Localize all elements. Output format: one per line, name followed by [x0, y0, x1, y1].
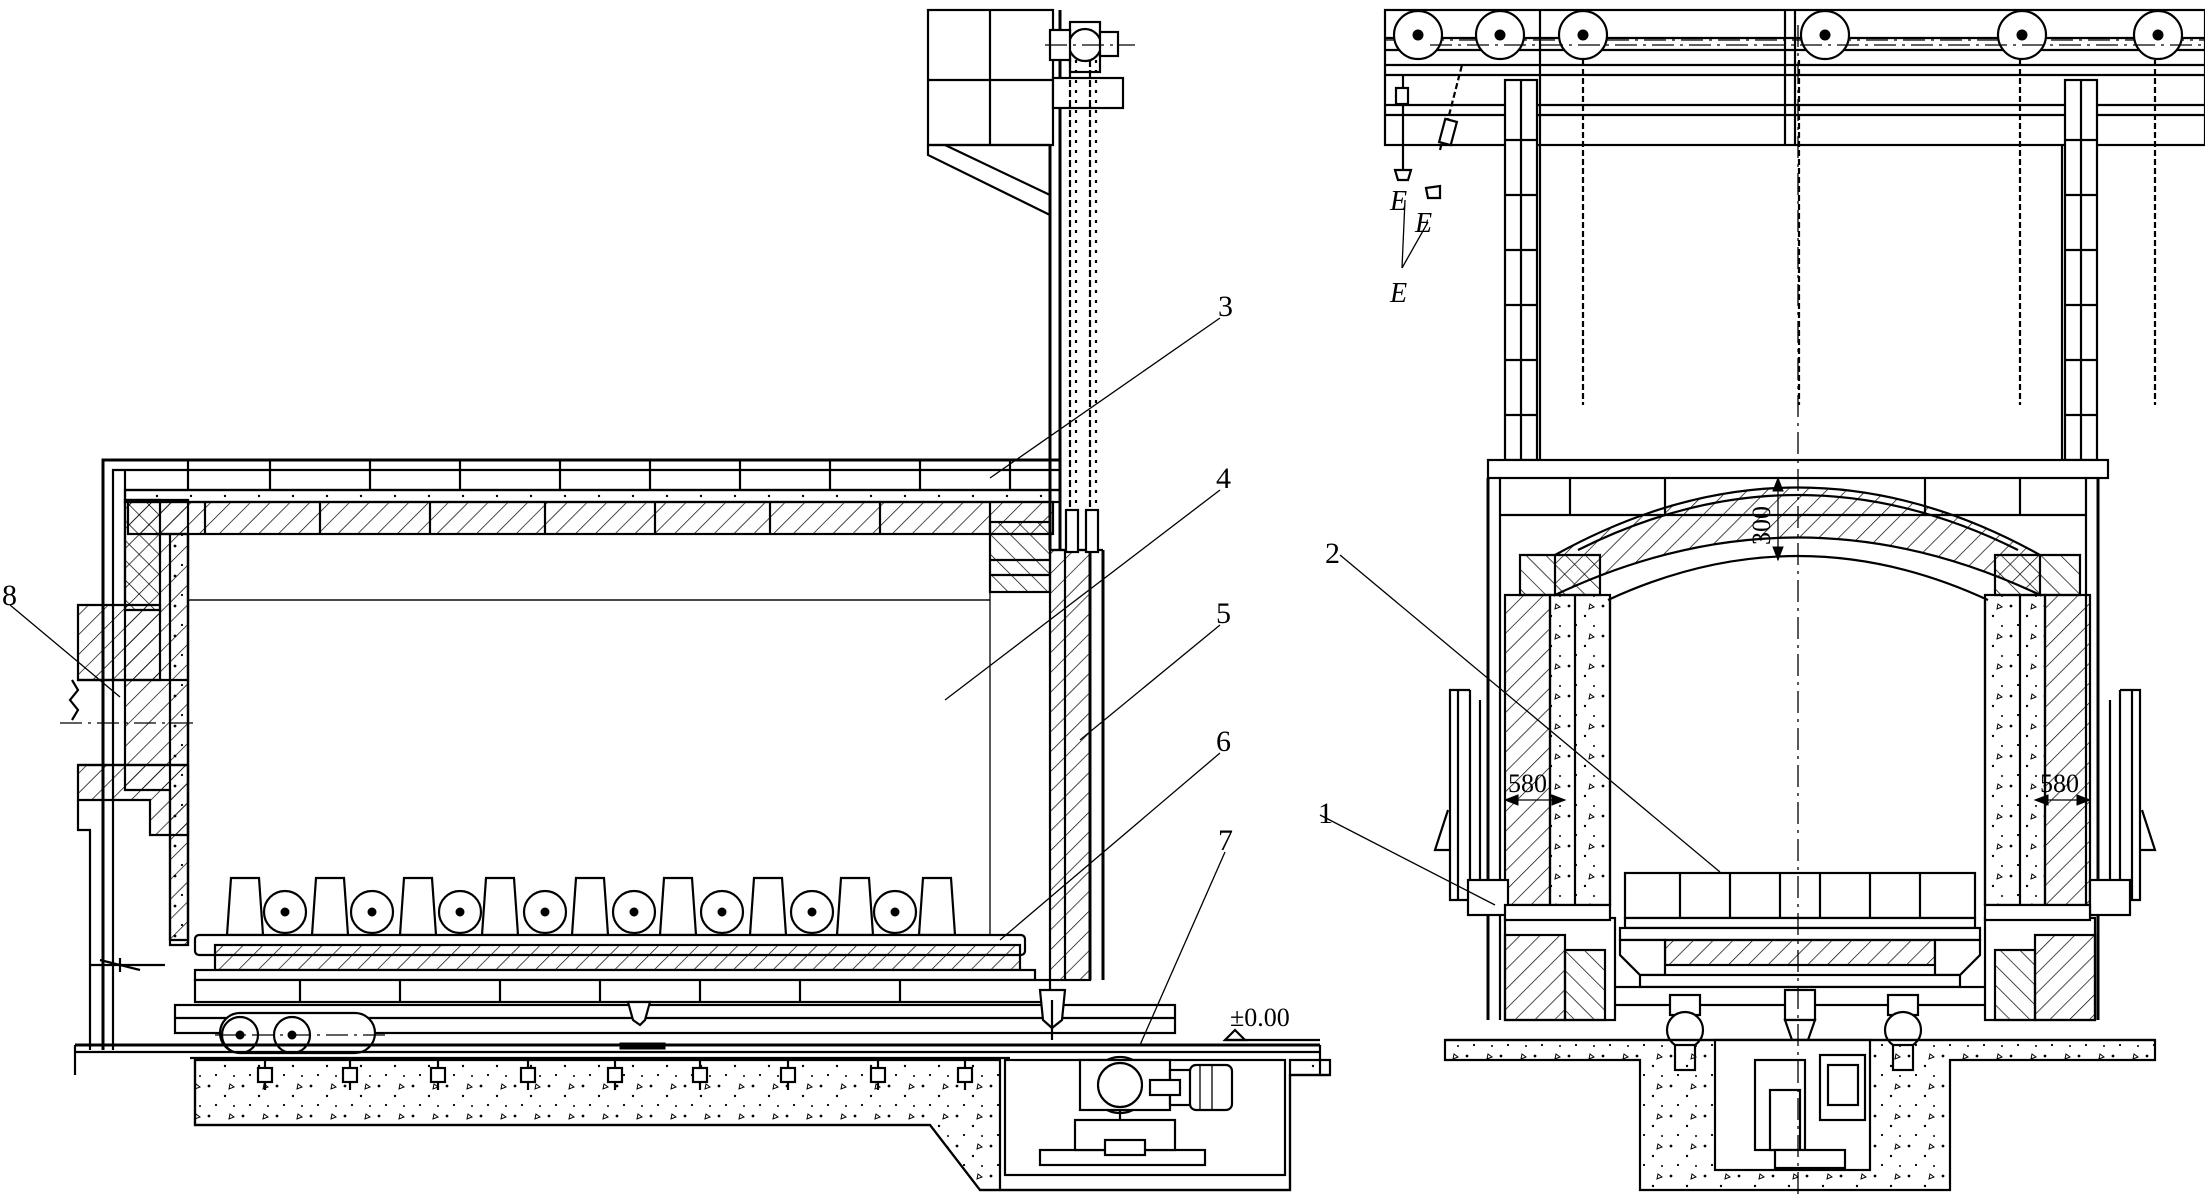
- label-6: 6: [1216, 725, 1231, 758]
- anchor-plate: [691, 1066, 709, 1084]
- door-hoist: [926, 8, 1135, 550]
- hoist-columns: [1503, 78, 2099, 462]
- label-3: 3: [1218, 290, 1233, 323]
- ground-rail: [73, 1028, 1322, 1075]
- furnace-door: [988, 508, 1105, 982]
- anchor-plate: [429, 1066, 447, 1084]
- callout-labels: 3 4 5 6 7 8 2 1 ±0.00 580 580 300 E E E: [2, 186, 2079, 1032]
- side-guides: [1433, 688, 2157, 917]
- label-8: 8: [2, 579, 17, 612]
- label-2: 2: [1325, 537, 1340, 570]
- electrode-label-3: E: [1389, 278, 1407, 309]
- pulley-hub: [1412, 29, 1424, 41]
- pulley-hub: [2152, 29, 2164, 41]
- burner-port: [60, 603, 195, 1050]
- label-7: 7: [1218, 824, 1233, 857]
- label-1: 1: [1318, 797, 1333, 830]
- anchor-plate: [956, 1066, 974, 1084]
- workpiece-center: [455, 907, 465, 917]
- pulley-hub: [2016, 29, 2028, 41]
- workpiece-center: [629, 907, 639, 917]
- workpiece-cone: [917, 876, 957, 937]
- pulley-hub: [1494, 29, 1506, 41]
- workpiece-cone: [310, 876, 350, 937]
- workpiece-cone: [570, 876, 610, 937]
- cross-foundation: [1443, 1038, 2157, 1192]
- electrode-hangers: [1393, 64, 1464, 269]
- roof-insulation: [123, 488, 1062, 601]
- workpiece-cone: [398, 876, 438, 937]
- anchor-plate: [256, 1066, 274, 1084]
- workpiece-center: [717, 907, 727, 917]
- longitudinal-section-view: [9, 8, 1332, 1192]
- level-mark: ±0.00: [1230, 1003, 1290, 1032]
- workpiece-center: [367, 907, 377, 917]
- door-chain: [1068, 60, 1098, 510]
- foundation: [193, 1058, 1332, 1192]
- label-4: 4: [1216, 462, 1231, 495]
- side-walls: [1503, 593, 2092, 907]
- electrode-label-1: E: [1389, 186, 1407, 217]
- anchor-bolts: [256, 1060, 974, 1090]
- dim-arch-gap: 300: [1747, 506, 1776, 545]
- anchor-plate: [869, 1066, 887, 1084]
- chain-pulleys: [1392, 9, 2184, 61]
- workpiece-center: [540, 907, 550, 917]
- electrode-label-2: E: [1414, 208, 1432, 239]
- anchor-plate: [341, 1066, 359, 1084]
- pulley-hub: [1819, 29, 1831, 41]
- lower-walls: [1503, 903, 2097, 1022]
- workpiece-cone: [748, 876, 788, 937]
- pulley-hub: [1577, 29, 1589, 41]
- anchor-plate: [779, 1066, 797, 1084]
- anchor-plate: [606, 1066, 624, 1084]
- leader-lines-right: [1319, 554, 1721, 906]
- hoist-chains: [1581, 60, 2157, 405]
- workpiece-row: [225, 876, 957, 937]
- workpiece-cone: [225, 876, 265, 937]
- workpiece-center: [807, 907, 817, 917]
- workpiece-center: [890, 907, 900, 917]
- dimension-lines: [1503, 476, 2092, 806]
- roof-stiffeners: [186, 460, 1012, 490]
- workpiece-cone: [480, 876, 520, 937]
- dim-wall-left: 580: [1508, 769, 1547, 798]
- workpiece-center: [280, 907, 290, 917]
- car-drive-motor: [1038, 1055, 1234, 1167]
- dim-wall-right: 580: [2040, 769, 2079, 798]
- car-section: [1608, 871, 1992, 1007]
- leader-lines-left: [9, 317, 1226, 1046]
- cross-section-view: [1319, 8, 2205, 1195]
- workpiece-cone: [835, 876, 875, 937]
- arch-roof: [1518, 486, 2082, 601]
- label-5: 5: [1216, 597, 1231, 630]
- column-rungs: [1505, 138, 2097, 417]
- car-hearth: [90, 933, 1177, 1040]
- anchor-plate: [519, 1066, 537, 1084]
- workpiece-cone: [658, 876, 698, 937]
